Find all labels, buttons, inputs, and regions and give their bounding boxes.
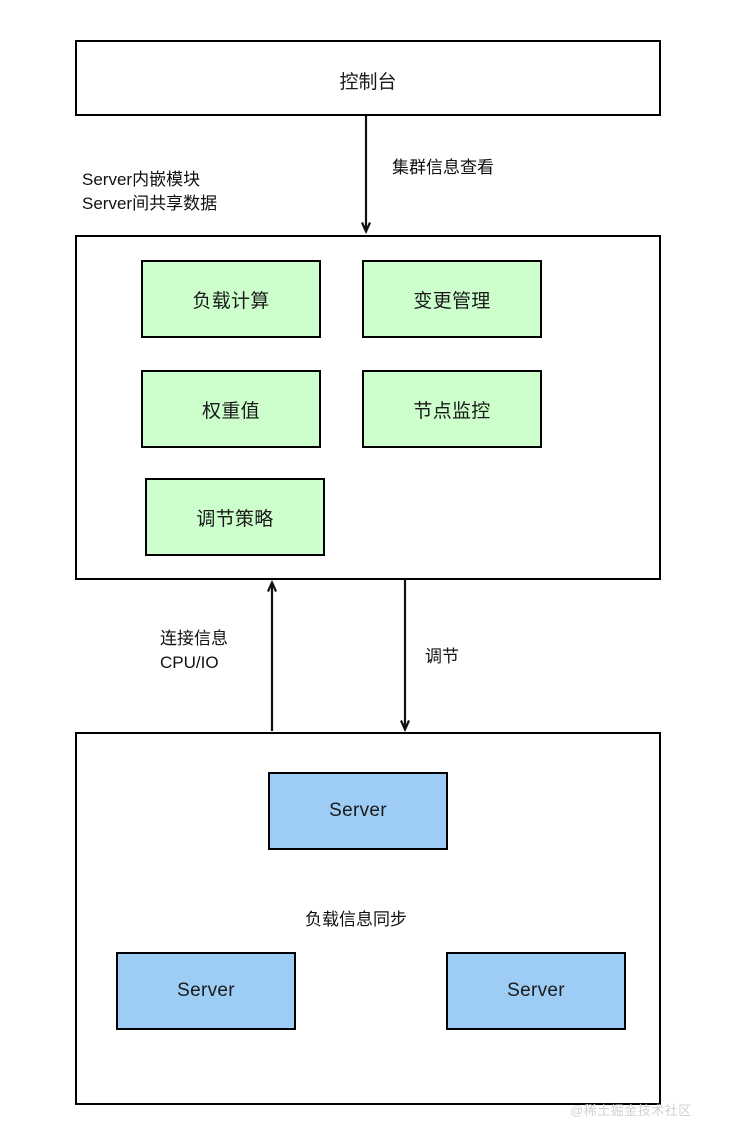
server-label: Server	[507, 980, 565, 1001]
module-load-calculation[interactable]: 负载计算	[141, 260, 321, 338]
module-node-monitoring[interactable]: 节点监控	[362, 370, 542, 448]
console-label: 控制台	[339, 72, 397, 93]
edge-label-connection-info: 连接信息 CPU/IO	[160, 629, 228, 673]
edge-label-module-note: Server内嵌模块 Server间共享数据	[82, 170, 218, 214]
edge-label-load-sync: 负载信息同步	[305, 910, 407, 929]
module-weight-value[interactable]: 权重值	[141, 370, 321, 448]
module-change-management[interactable]: 变更管理	[362, 260, 542, 338]
edge-label-adjust: 调节	[425, 647, 459, 666]
edge-label-cluster-info: 集群信息查看	[392, 158, 494, 177]
server-node-right[interactable]: Server	[446, 952, 626, 1030]
module-label: 调节策略	[196, 508, 274, 530]
server-label: Server	[329, 800, 387, 821]
server-label: Server	[177, 980, 235, 1001]
module-label: 节点监控	[413, 400, 491, 422]
module-label: 负载计算	[192, 290, 270, 312]
server-node-left[interactable]: Server	[116, 952, 296, 1030]
module-adjust-strategy[interactable]: 调节策略	[145, 478, 325, 556]
module-label: 权重值	[202, 400, 260, 422]
module-label: 变更管理	[413, 290, 491, 312]
console-container[interactable]	[75, 40, 661, 116]
watermark: @稀土掘金技术社区	[570, 1103, 692, 1118]
server-node-top[interactable]: Server	[268, 772, 448, 850]
